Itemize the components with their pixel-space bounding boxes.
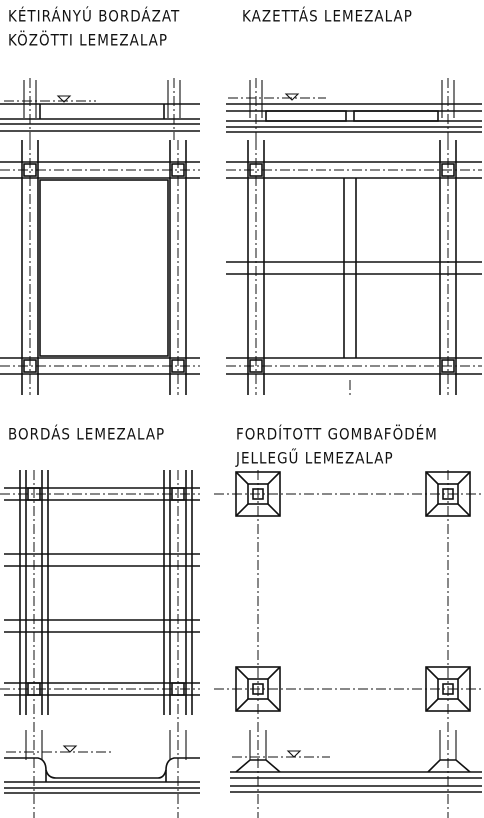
panel-title-forditott-line1: FORDÍTOTT GOMBAFÖDÉM <box>236 425 438 444</box>
panel-title-ketiranyu-line2: KÖZÖTTI LEMEZALAP <box>8 31 169 50</box>
plan-bordas <box>0 470 200 818</box>
section-ketiranyu <box>0 78 200 140</box>
panel-title-forditott-line2: JELLEGŰ LEMEZALAP <box>236 449 394 468</box>
panel-ketiranyu-drawing <box>0 78 200 395</box>
column-head <box>235 471 281 517</box>
column-head <box>425 471 471 517</box>
panel-forditott-drawing <box>214 470 482 818</box>
section-bordas <box>4 730 200 794</box>
panel-kazettas-drawing <box>226 78 482 395</box>
panel-bordas-drawing <box>0 470 200 818</box>
plan-forditott <box>214 470 482 818</box>
plan-ketiranyu <box>0 140 200 395</box>
section-kazettas <box>226 78 482 140</box>
panel-title-bordas: BORDÁS LEMEZALAP <box>8 425 166 444</box>
section-forditott <box>230 730 482 793</box>
panel-title-kazettas: KAZETTÁS LEMEZALAP <box>242 7 413 26</box>
panel-title-ketiranyu-line1: KÉTIRÁNYÚ BORDÁZAT <box>8 7 181 26</box>
column-head <box>235 666 281 712</box>
column-head <box>425 666 471 712</box>
plan-kazettas <box>226 140 482 395</box>
